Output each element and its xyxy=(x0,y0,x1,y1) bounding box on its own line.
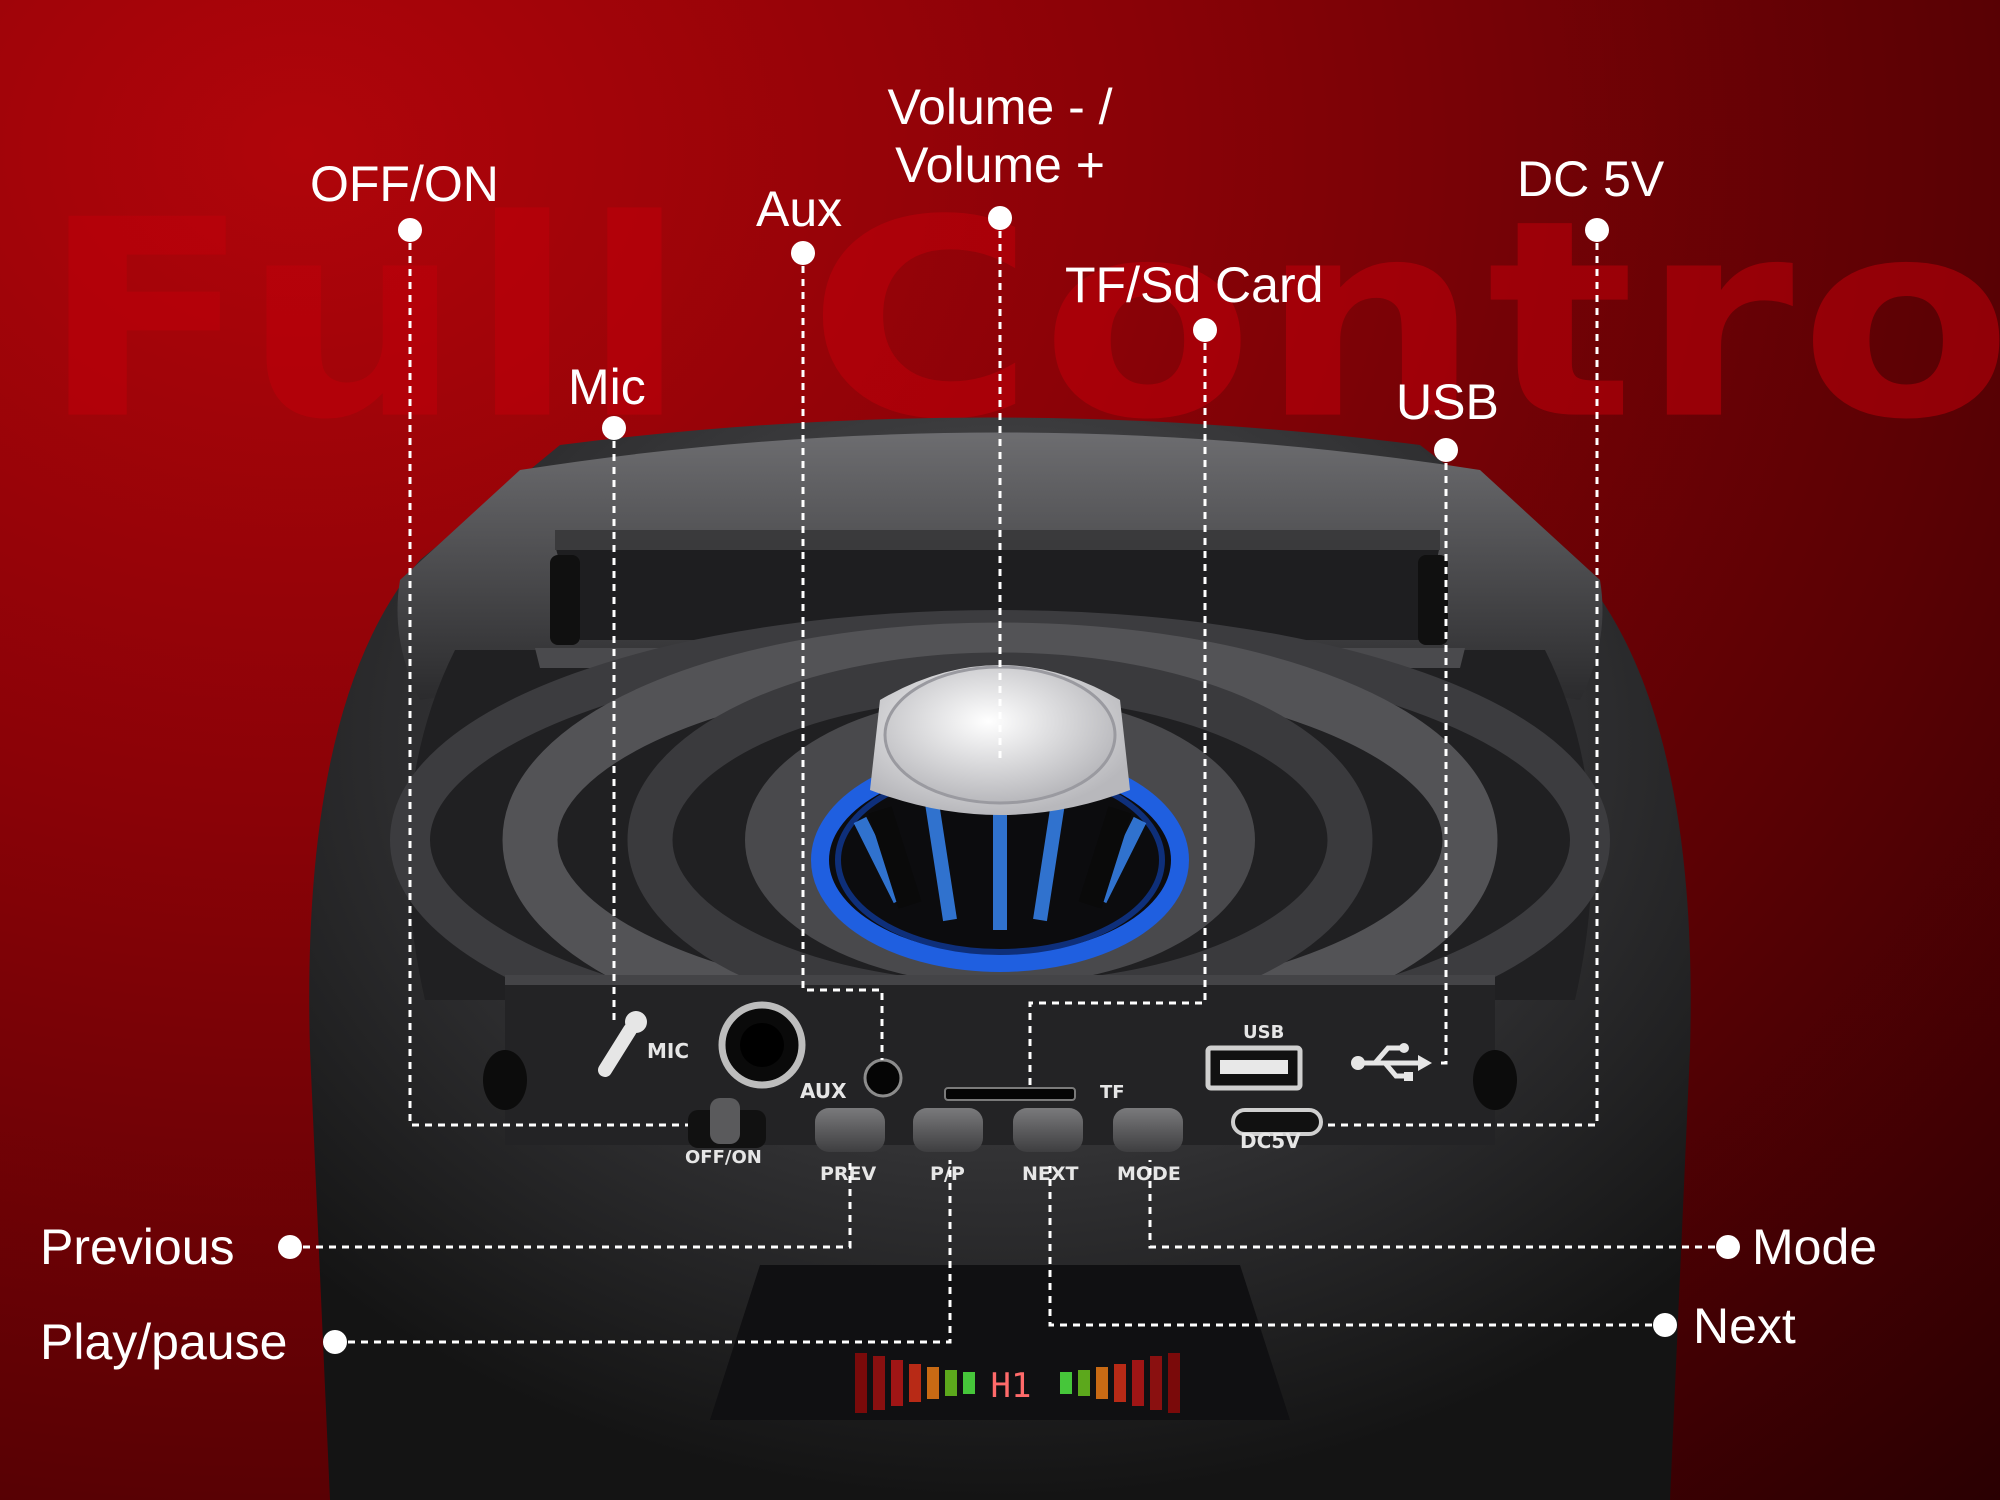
tf-card-slot xyxy=(944,1087,1076,1101)
panel-label-pp: P/P xyxy=(930,1163,965,1185)
volume-knob xyxy=(811,665,1189,972)
control-panel xyxy=(505,975,1495,1145)
microphone-icon xyxy=(598,1011,647,1077)
callout-tf-card: TF/Sd Card xyxy=(1065,257,1324,313)
callout-volume: Volume - / Volume + xyxy=(860,78,1140,194)
callout-volume-line1: Volume - / xyxy=(887,79,1113,135)
panel-label-off-on: OFF/ON xyxy=(685,1147,762,1168)
next-button xyxy=(1013,1108,1083,1152)
panel-label-prev: PREV xyxy=(820,1163,877,1185)
usb-icon xyxy=(1351,1043,1432,1081)
callout-mic: Mic xyxy=(568,359,646,415)
panel-label-mic: MIC xyxy=(647,1039,689,1063)
prev-button xyxy=(815,1108,885,1152)
callout-lines xyxy=(290,218,1728,1344)
level-meter-right xyxy=(1060,1353,1180,1413)
mode-button xyxy=(1113,1108,1183,1152)
display-readout: H1 xyxy=(991,1366,1032,1406)
callout-dc5v: DC 5V xyxy=(1517,151,1665,207)
pp-button xyxy=(913,1108,983,1152)
dc5v-port xyxy=(1231,1108,1323,1136)
callout-off-on: OFF/ON xyxy=(310,156,499,212)
carry-handle xyxy=(555,545,1440,640)
panel-label-next: NEXT xyxy=(1022,1163,1079,1185)
panel-label-usb: USB xyxy=(1243,1022,1284,1043)
aux-jack xyxy=(863,1058,903,1098)
panel-label-tf: TF xyxy=(1100,1082,1125,1103)
panel-label-aux: AUX xyxy=(800,1079,847,1103)
callout-aux: Aux xyxy=(756,181,843,237)
callout-usb: USB xyxy=(1396,374,1499,430)
callout-previous: Previous xyxy=(40,1219,235,1275)
callout-next: Next xyxy=(1693,1298,1796,1354)
headline-background-text: Full Control xyxy=(40,162,2000,480)
callout-mode: Mode xyxy=(1752,1219,1878,1275)
control-buttons xyxy=(815,1108,1183,1152)
callout-play-pause: Play/pause xyxy=(40,1314,288,1370)
level-meter-left xyxy=(855,1353,975,1413)
callout-dots xyxy=(278,206,1740,1354)
callout-volume-line2: Volume + xyxy=(895,137,1105,193)
panel-label-dc5v: DC5V xyxy=(1240,1129,1301,1153)
